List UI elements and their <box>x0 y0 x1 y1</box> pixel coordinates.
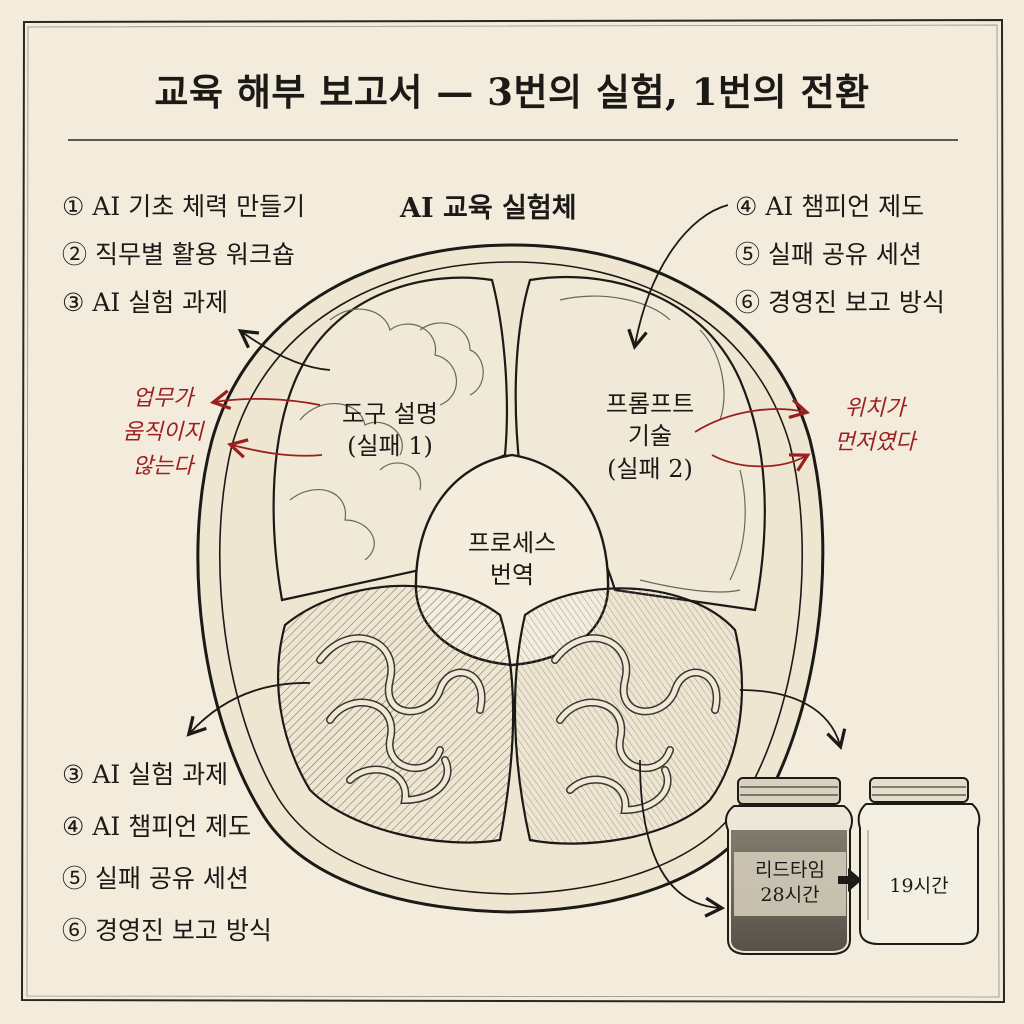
list-item-top-left-3: ③ AI 실험 과제 <box>62 288 229 317</box>
red-note-right: 위치가 먼저였다 <box>810 392 940 460</box>
list-item-top-left-2: ② 직무별 활용 워크숍 <box>62 240 295 269</box>
arrow-cerebellum-to-jar <box>639 759 726 918</box>
jar-before <box>725 777 853 955</box>
red-arrow-right-2 <box>711 453 811 472</box>
jar-before-line2: 28시간 <box>760 883 820 906</box>
red-note-left: 업무가 움직이지 않는다 <box>108 382 218 484</box>
region-center-label: 프로세스 번역 <box>442 527 582 592</box>
page-title: 교육 해부 보고서 — 3번의 실험, 1번의 전환 <box>154 70 870 114</box>
red-note-left-line3: 않는다 <box>132 454 194 480</box>
list-item-top-right-1: ④ AI 챔피언 제도 <box>735 192 925 221</box>
region-right-line3: (실패 2) <box>607 454 693 483</box>
left-lobe <box>272 276 508 602</box>
red-note-left-line2: 움직이지 <box>122 420 204 446</box>
region-left-line1: 도구 설명 <box>342 400 438 428</box>
page-frame-inner <box>26 24 1000 998</box>
region-right-label: 프롬프트 기술 (실패 2) <box>570 388 730 485</box>
region-left-line2: (실패 1) <box>347 432 433 461</box>
arrow-right-icon <box>838 868 862 892</box>
arrow-list-to-left-lobe <box>237 329 331 371</box>
right-lobe <box>514 275 766 612</box>
red-arrow-left-2 <box>227 438 323 459</box>
list-item-bottom-left-4: ⑥ 경영진 보고 방식 <box>62 916 272 945</box>
red-note-right-line1: 위치가 <box>844 396 906 421</box>
region-left-label: 도구 설명 (실패 1) <box>320 398 460 463</box>
list-item-bottom-left-3: ⑤ 실패 공유 세션 <box>62 864 249 893</box>
red-arrow-right-1 <box>694 398 811 433</box>
left-cerebellum <box>277 584 515 844</box>
list-item-top-left-1: ① AI 기초 체력 만들기 <box>62 192 306 221</box>
page-frame <box>20 18 1006 1004</box>
diagram-center-label: AI 교육 실험체 <box>400 193 577 224</box>
list-item-top-right-2: ⑤ 실패 공유 세션 <box>735 240 922 269</box>
jar-after <box>857 777 981 945</box>
right-cerebellum <box>513 587 743 845</box>
region-center-line1: 프로세스 <box>467 529 557 557</box>
red-note-right-line2: 먼저였다 <box>834 430 916 456</box>
region-right-line1: 프롬프트 <box>605 390 695 418</box>
region-center-line2: 번역 <box>489 561 535 590</box>
list-item-bottom-left-2: ④ AI 챔피언 제도 <box>62 812 252 841</box>
list-item-bottom-left-1: ③ AI 실험 과제 <box>62 760 229 789</box>
jar-before-label: 리드타임 28시간 <box>734 858 846 907</box>
brain-illustration <box>196 243 825 914</box>
jar-after-label: 19시간 <box>889 875 949 897</box>
red-arrow-left-1 <box>209 389 321 411</box>
arrow-brain-to-jar <box>739 689 847 750</box>
region-right-line2: 기술 <box>627 422 673 451</box>
red-note-left-line1: 업무가 <box>132 386 194 411</box>
arrow-list-to-right-lobe <box>627 204 729 351</box>
arrow-cerebellum-to-list <box>186 682 311 737</box>
list-item-top-right-3: ⑥ 경영진 보고 방식 <box>735 288 945 317</box>
jar-before-line1: 리드타임 <box>755 859 825 881</box>
